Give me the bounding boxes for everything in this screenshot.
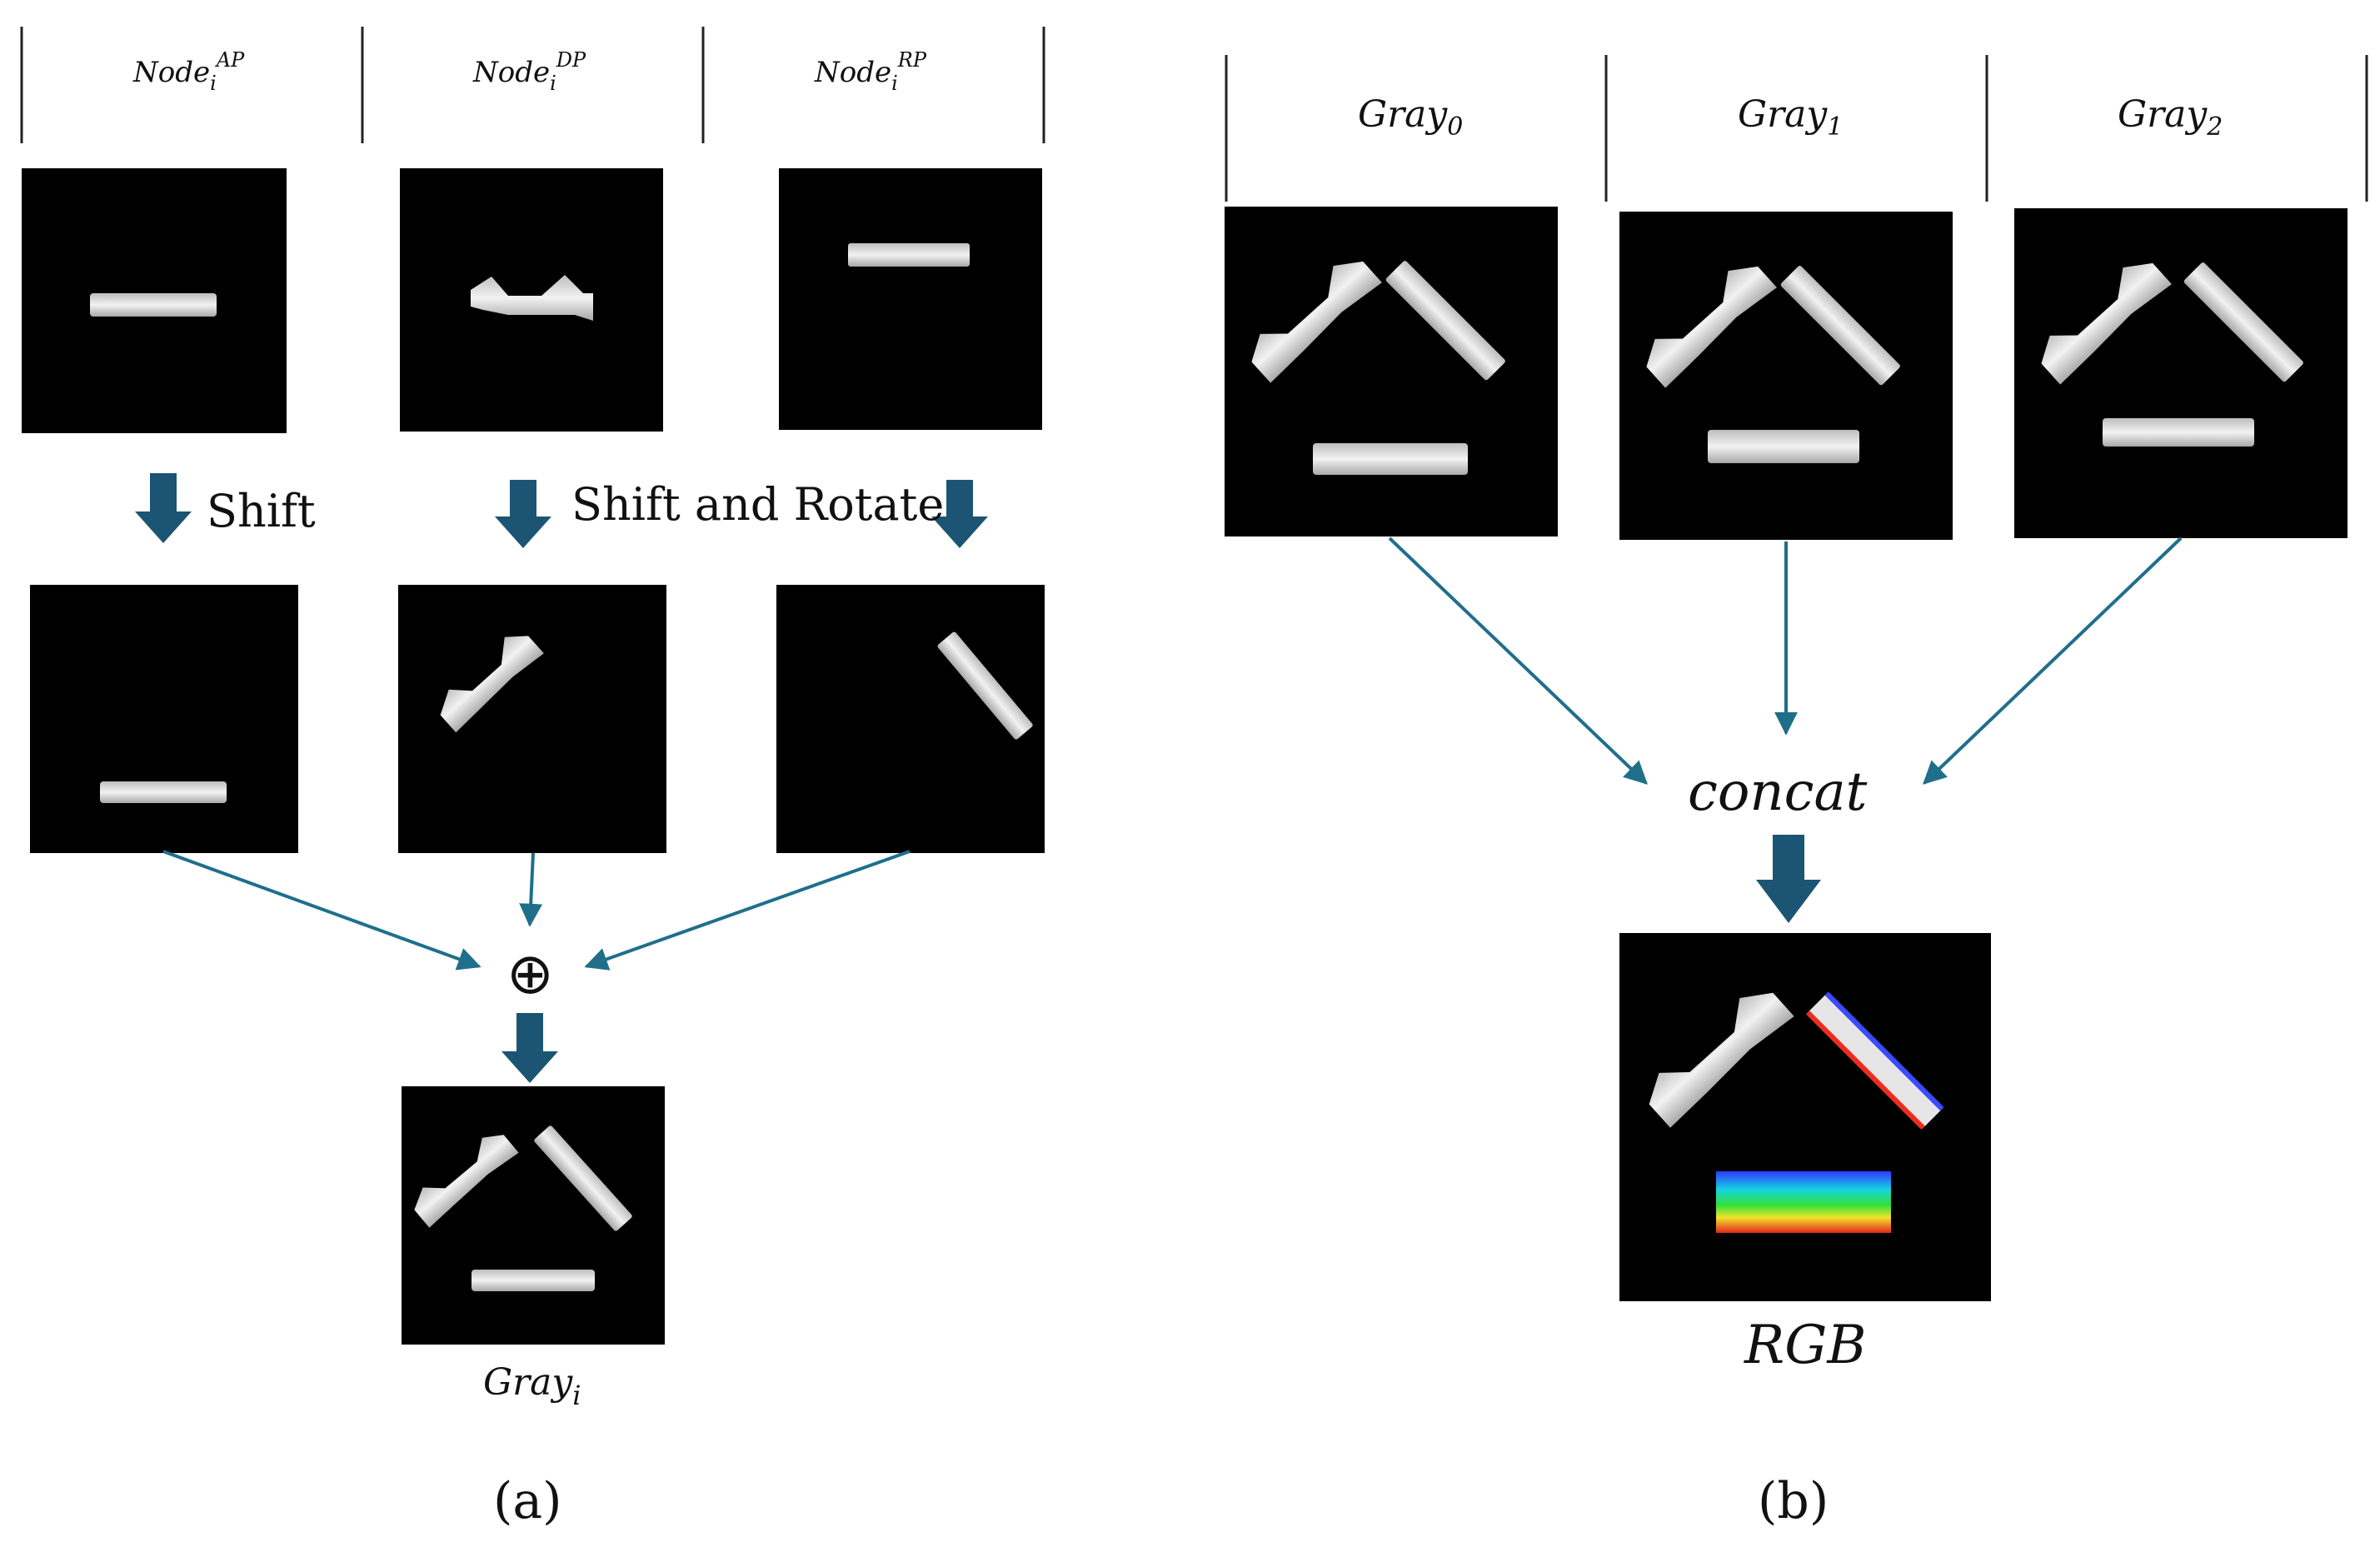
caption-a: (a) [493,1472,562,1530]
op-shift-rotate-label: Shift and Rotate [571,478,944,531]
caption-b: (b) [1758,1472,1829,1530]
arrow-to-concat [1388,536,1649,785]
sum-operator: ⊕ [506,941,554,1007]
image-gray-1 [1619,212,1953,540]
image-gray-2 [2014,208,2348,538]
panel-a: NodeiAP NodeiDP NodeiRP Shift Shift and … [20,27,1045,1530]
block-arrow-down [931,480,988,548]
label-gray-i: Grayi [483,1361,581,1411]
image-shifted-ap [30,585,298,853]
block-arrow-down [135,473,192,543]
op-shift-label: Shift [207,485,316,537]
image-node-rp [779,168,1042,430]
header-node-dp: NodeiDP [472,48,586,95]
image-node-dp [400,168,663,432]
header-gray-0: Gray0 [1358,93,1463,142]
rgb-label: RGB [1744,1315,1866,1376]
image-rgb [1619,933,1991,1301]
image-shifted-rotated-dp [398,585,666,853]
arrow-to-sum [584,850,911,971]
image-gray-0 [1225,207,1558,536]
panel-b: Gray0 Gray1 Gray2 concat [1225,55,2368,1530]
arrow-to-concat [1922,536,2183,785]
arrow-to-sum [519,852,543,927]
image-gray-i [402,1086,665,1345]
concat-label: concat [1688,761,1868,823]
block-arrow-down [1756,835,1821,923]
block-arrow-down [495,480,551,548]
header-node-rp: NodeiRP [814,48,927,95]
header-node-ap: NodeiAP [132,48,245,95]
header-gray-1: Gray1 [1738,93,1843,142]
arrow-to-sum [162,850,481,971]
image-shifted-rotated-rp [776,585,1045,853]
block-arrow-down [501,1013,558,1083]
image-node-ap [22,168,287,433]
header-gray-2: Gray2 [2118,93,2223,142]
